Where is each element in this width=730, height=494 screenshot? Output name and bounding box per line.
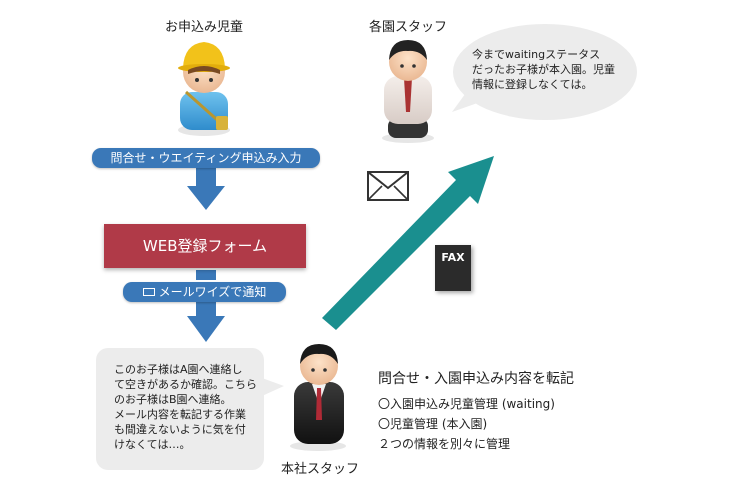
school-bubble-shape: [452, 24, 637, 120]
hq-info-title: 問合せ・入園申込み内容を転記: [378, 371, 574, 387]
school-staff-label: 各園スタッフ: [368, 20, 447, 35]
child-icon: [178, 42, 230, 136]
mail-notify-text: メールワイズで通知: [158, 285, 267, 299]
hq-info-line: ２つの情報を別々に管理: [378, 437, 511, 451]
hq-bubble-text: このお子様はA園へ連絡し て空きがあるか確認。こちら のお子様はB園へ連絡。 メ…: [114, 362, 257, 452]
child-label: お申込み児童: [164, 20, 243, 35]
hq-bubble-line: けなくては…。: [114, 438, 191, 451]
hq-staff-icon: [290, 344, 346, 451]
down-arrow-2: [187, 270, 225, 342]
hq-staff-label: 本社スタッフ: [280, 462, 359, 477]
school-staff-icon: [382, 40, 434, 143]
hq-bubble-line: このお子様はA園へ連絡し: [114, 363, 243, 376]
school-bubble-line: 今までwaitingステータス: [472, 48, 601, 61]
hq-bubble-line: て空きがあるか確認。こちら: [114, 378, 257, 391]
hq-bubble-line: も間違えないように気を付: [114, 423, 246, 436]
hq-info-block: 問合せ・入園申込み内容を転記 〇入園申込み児童管理 (waiting) 〇児童管…: [378, 368, 574, 454]
down-arrow-1: [187, 166, 225, 210]
inquiry-step-label: 問合せ・ウエイティング申込み入力: [92, 148, 320, 168]
hq-bubble-line: のお子様はB園へ連絡。: [114, 393, 232, 406]
mail-icon: [142, 287, 155, 296]
web-form-box: WEB登録フォーム: [104, 224, 306, 268]
hq-bubble-line: メール内容を転記する作業: [114, 408, 246, 421]
school-bubble-line: だったお子様が本入園。児童: [472, 63, 615, 76]
fax-icon: FAX: [435, 245, 471, 291]
hq-info-line: 〇入園申込み児童管理 (waiting): [378, 397, 555, 411]
hq-info-line: 〇児童管理 (本入園): [378, 417, 488, 431]
hq-bubble-shape: [96, 348, 284, 470]
mail-notify-label: メールワイズで通知: [123, 282, 286, 302]
teal-arrow: [322, 156, 494, 330]
school-bubble-line: 情報に登録しなくては。: [472, 78, 593, 91]
school-bubble-text: 今までwaitingステータス だったお子様が本入園。児童 情報に登録しなくては…: [472, 47, 615, 92]
envelope-icon: [367, 171, 409, 201]
